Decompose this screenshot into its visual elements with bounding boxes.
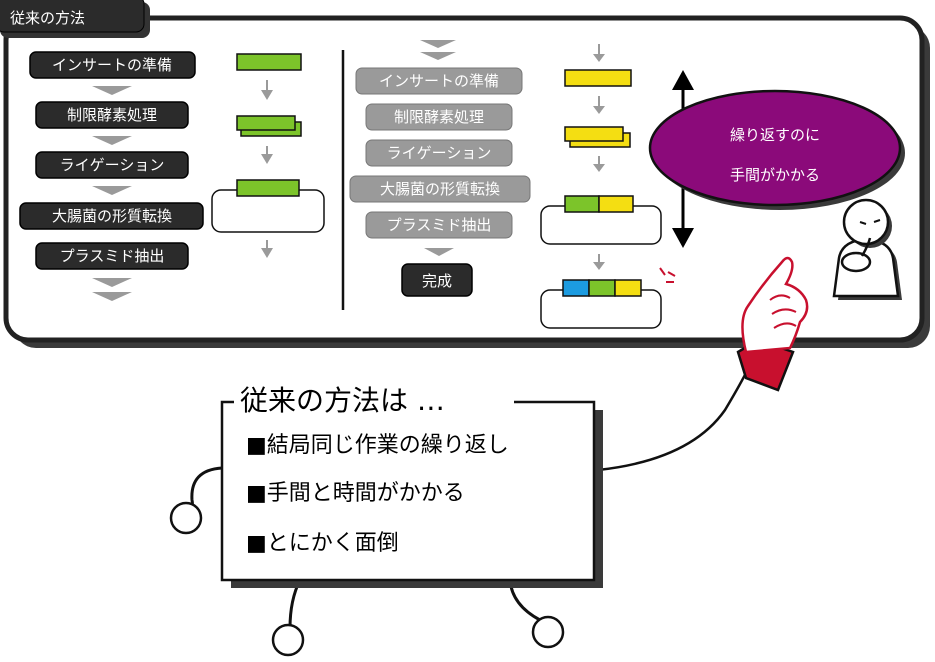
- left-visuals: [211, 53, 325, 258]
- card-bullet-2: ■手間と時間がかかる: [246, 481, 465, 506]
- left-step-4: 大腸菌の形質転換: [19, 202, 204, 230]
- card-bullet-1: ■結局同じ作業の繰り返し: [246, 433, 509, 458]
- panel-label: 従来の方法: [10, 9, 85, 27]
- svg-text:完成: 完成: [422, 272, 452, 290]
- svg-text:制限酵素処理: 制限酵素処理: [394, 108, 484, 126]
- left-step-1: インサートの準備: [29, 51, 196, 79]
- bubble-line-1: 繰り返すのに: [730, 126, 820, 144]
- insert-fragment-yellow: [564, 69, 632, 87]
- svg-text:インサートの準備: インサートの準備: [52, 56, 172, 74]
- svg-text:大腸菌の形質転換: 大腸菌の形質転換: [380, 180, 500, 198]
- right-steps: インサートの準備 制限酵素処理 ライゲーション 大腸菌の形質転換 プラスミド抽出…: [349, 40, 531, 297]
- attention-marks: [659, 267, 676, 283]
- left-step-5: プラスミド抽出: [35, 242, 189, 270]
- summary-card: 従来の方法は … ■結局同じ作業の繰り返し ■手間と時間がかかる ■とにかく面倒: [169, 339, 762, 657]
- svg-text:ライゲーション: ライゲーション: [387, 144, 492, 162]
- thinking-figure: [832, 198, 902, 300]
- svg-text:プラスミド抽出: プラスミド抽出: [387, 216, 492, 234]
- bubble-line-2: 手間がかかる: [730, 166, 820, 184]
- left-step-2: 制限酵素処理: [35, 101, 189, 129]
- right-step-2: 制限酵素処理: [365, 103, 513, 131]
- complete-badge: 完成: [401, 263, 473, 297]
- right-step-3: ライゲーション: [365, 139, 513, 167]
- svg-text:プラスミド抽出: プラスミド抽出: [60, 247, 165, 265]
- right-visuals: [540, 44, 676, 329]
- svg-text:制限酵素処理: 制限酵素処理: [67, 106, 157, 124]
- cut-fragment-yellow: [564, 126, 624, 142]
- right-step-5: プラスミド抽出: [365, 211, 513, 239]
- speech-bubble: 繰り返すのに 手間がかかる: [648, 89, 905, 210]
- left-steps: インサートの準備 制限酵素処理 ライゲーション 大腸菌の形質転換 プラスミド抽出: [19, 51, 204, 270]
- left-step-3: ライゲーション: [35, 151, 189, 179]
- insert-fragment: [236, 53, 302, 71]
- right-step-4: 大腸菌の形質転換: [349, 175, 531, 203]
- right-step-1: インサートの準備: [355, 67, 523, 95]
- card-title: 従来の方法は …: [240, 384, 445, 417]
- cut-fragment: [236, 115, 296, 131]
- connector-line: [597, 339, 762, 472]
- svg-text:ライゲーション: ライゲーション: [60, 156, 165, 174]
- svg-text:大腸菌の形質転換: 大腸菌の形質転換: [52, 207, 172, 225]
- left-step-arrows: [92, 86, 132, 301]
- card-bullet-3: ■とにかく面倒: [246, 531, 399, 556]
- svg-text:インサートの準備: インサートの準備: [379, 72, 499, 90]
- pointing-hand: [736, 256, 809, 392]
